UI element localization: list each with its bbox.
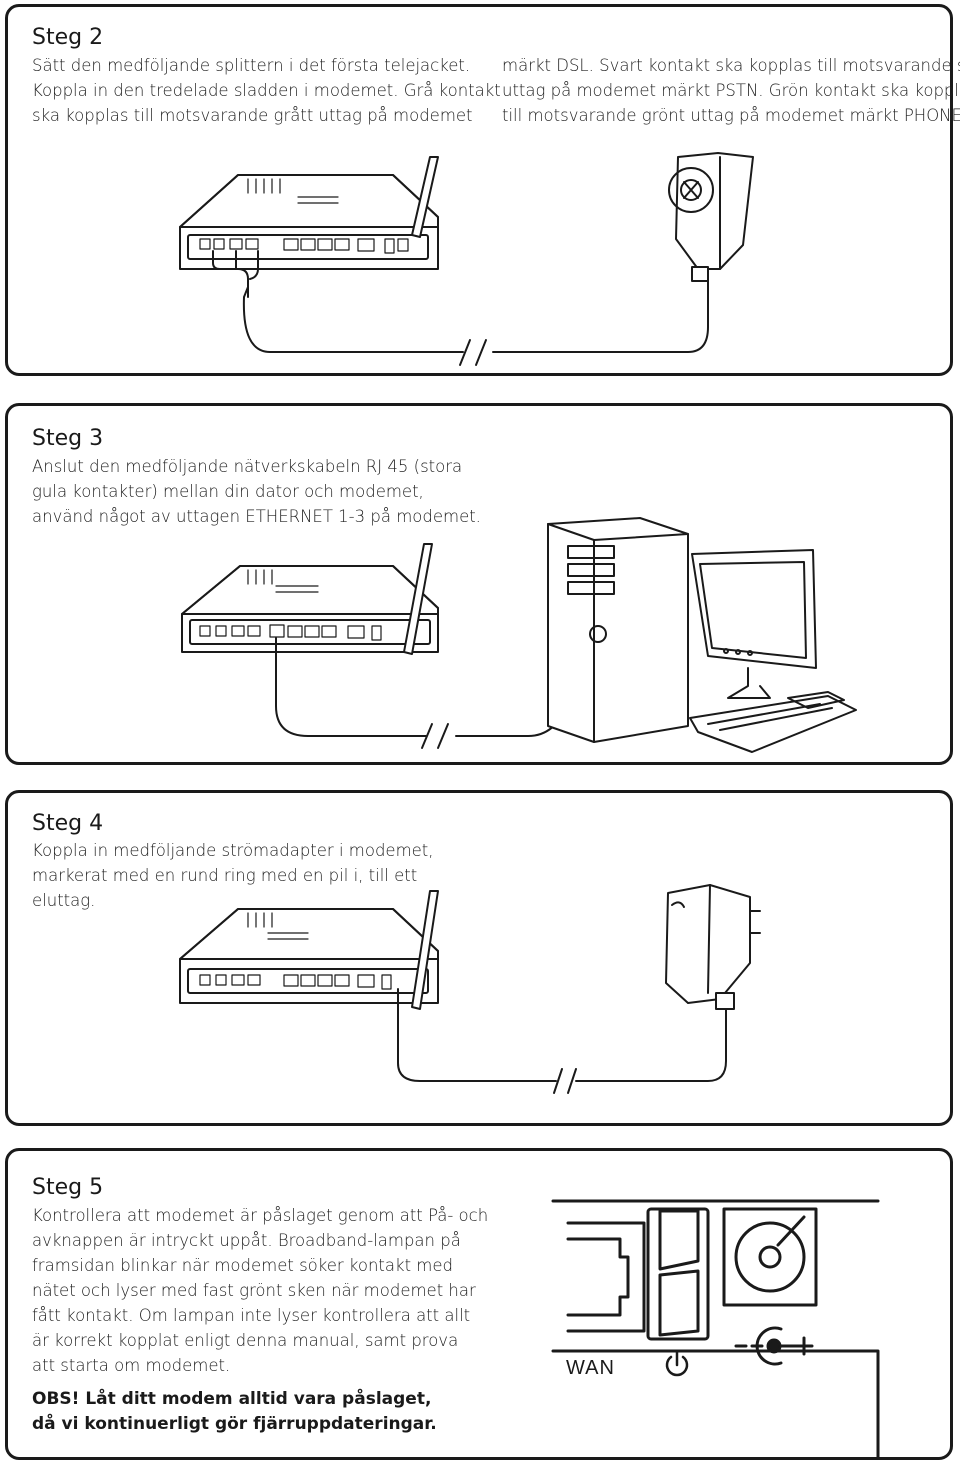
step-2-panel: Steg 2 Sätt den medföljande splittern i …	[5, 4, 953, 376]
wan-port-icon	[568, 1223, 644, 1331]
keyboard-icon	[690, 692, 856, 752]
power-switch-icon	[648, 1209, 708, 1339]
step-3-panel: Steg 3 Anslut den medföljande nätverkska…	[5, 403, 953, 765]
step-5-panel: Steg 5 Kontrollera att modemet är påslag…	[5, 1148, 953, 1460]
wan-label: WAN	[566, 1357, 615, 1380]
monitor-icon	[692, 550, 816, 698]
splitter-icon	[669, 153, 753, 281]
step-4-panel: Steg 4 Koppla in medföljande strömadapte…	[5, 790, 953, 1126]
power-switch-closeup	[8, 1151, 950, 1457]
power-adapter-icon	[666, 885, 760, 1009]
dc-jack-icon	[724, 1209, 816, 1305]
modem-icon	[180, 891, 438, 1009]
modem-splitter-illustration	[8, 7, 950, 373]
power-icon	[667, 1351, 687, 1375]
modem-icon	[182, 544, 438, 654]
polarity-symbol-icon	[736, 1328, 812, 1364]
modem-power-adapter-illustration	[8, 793, 950, 1123]
computer-tower-icon	[548, 518, 688, 742]
modem-computer-illustration	[8, 406, 950, 762]
modem-icon	[180, 157, 438, 269]
